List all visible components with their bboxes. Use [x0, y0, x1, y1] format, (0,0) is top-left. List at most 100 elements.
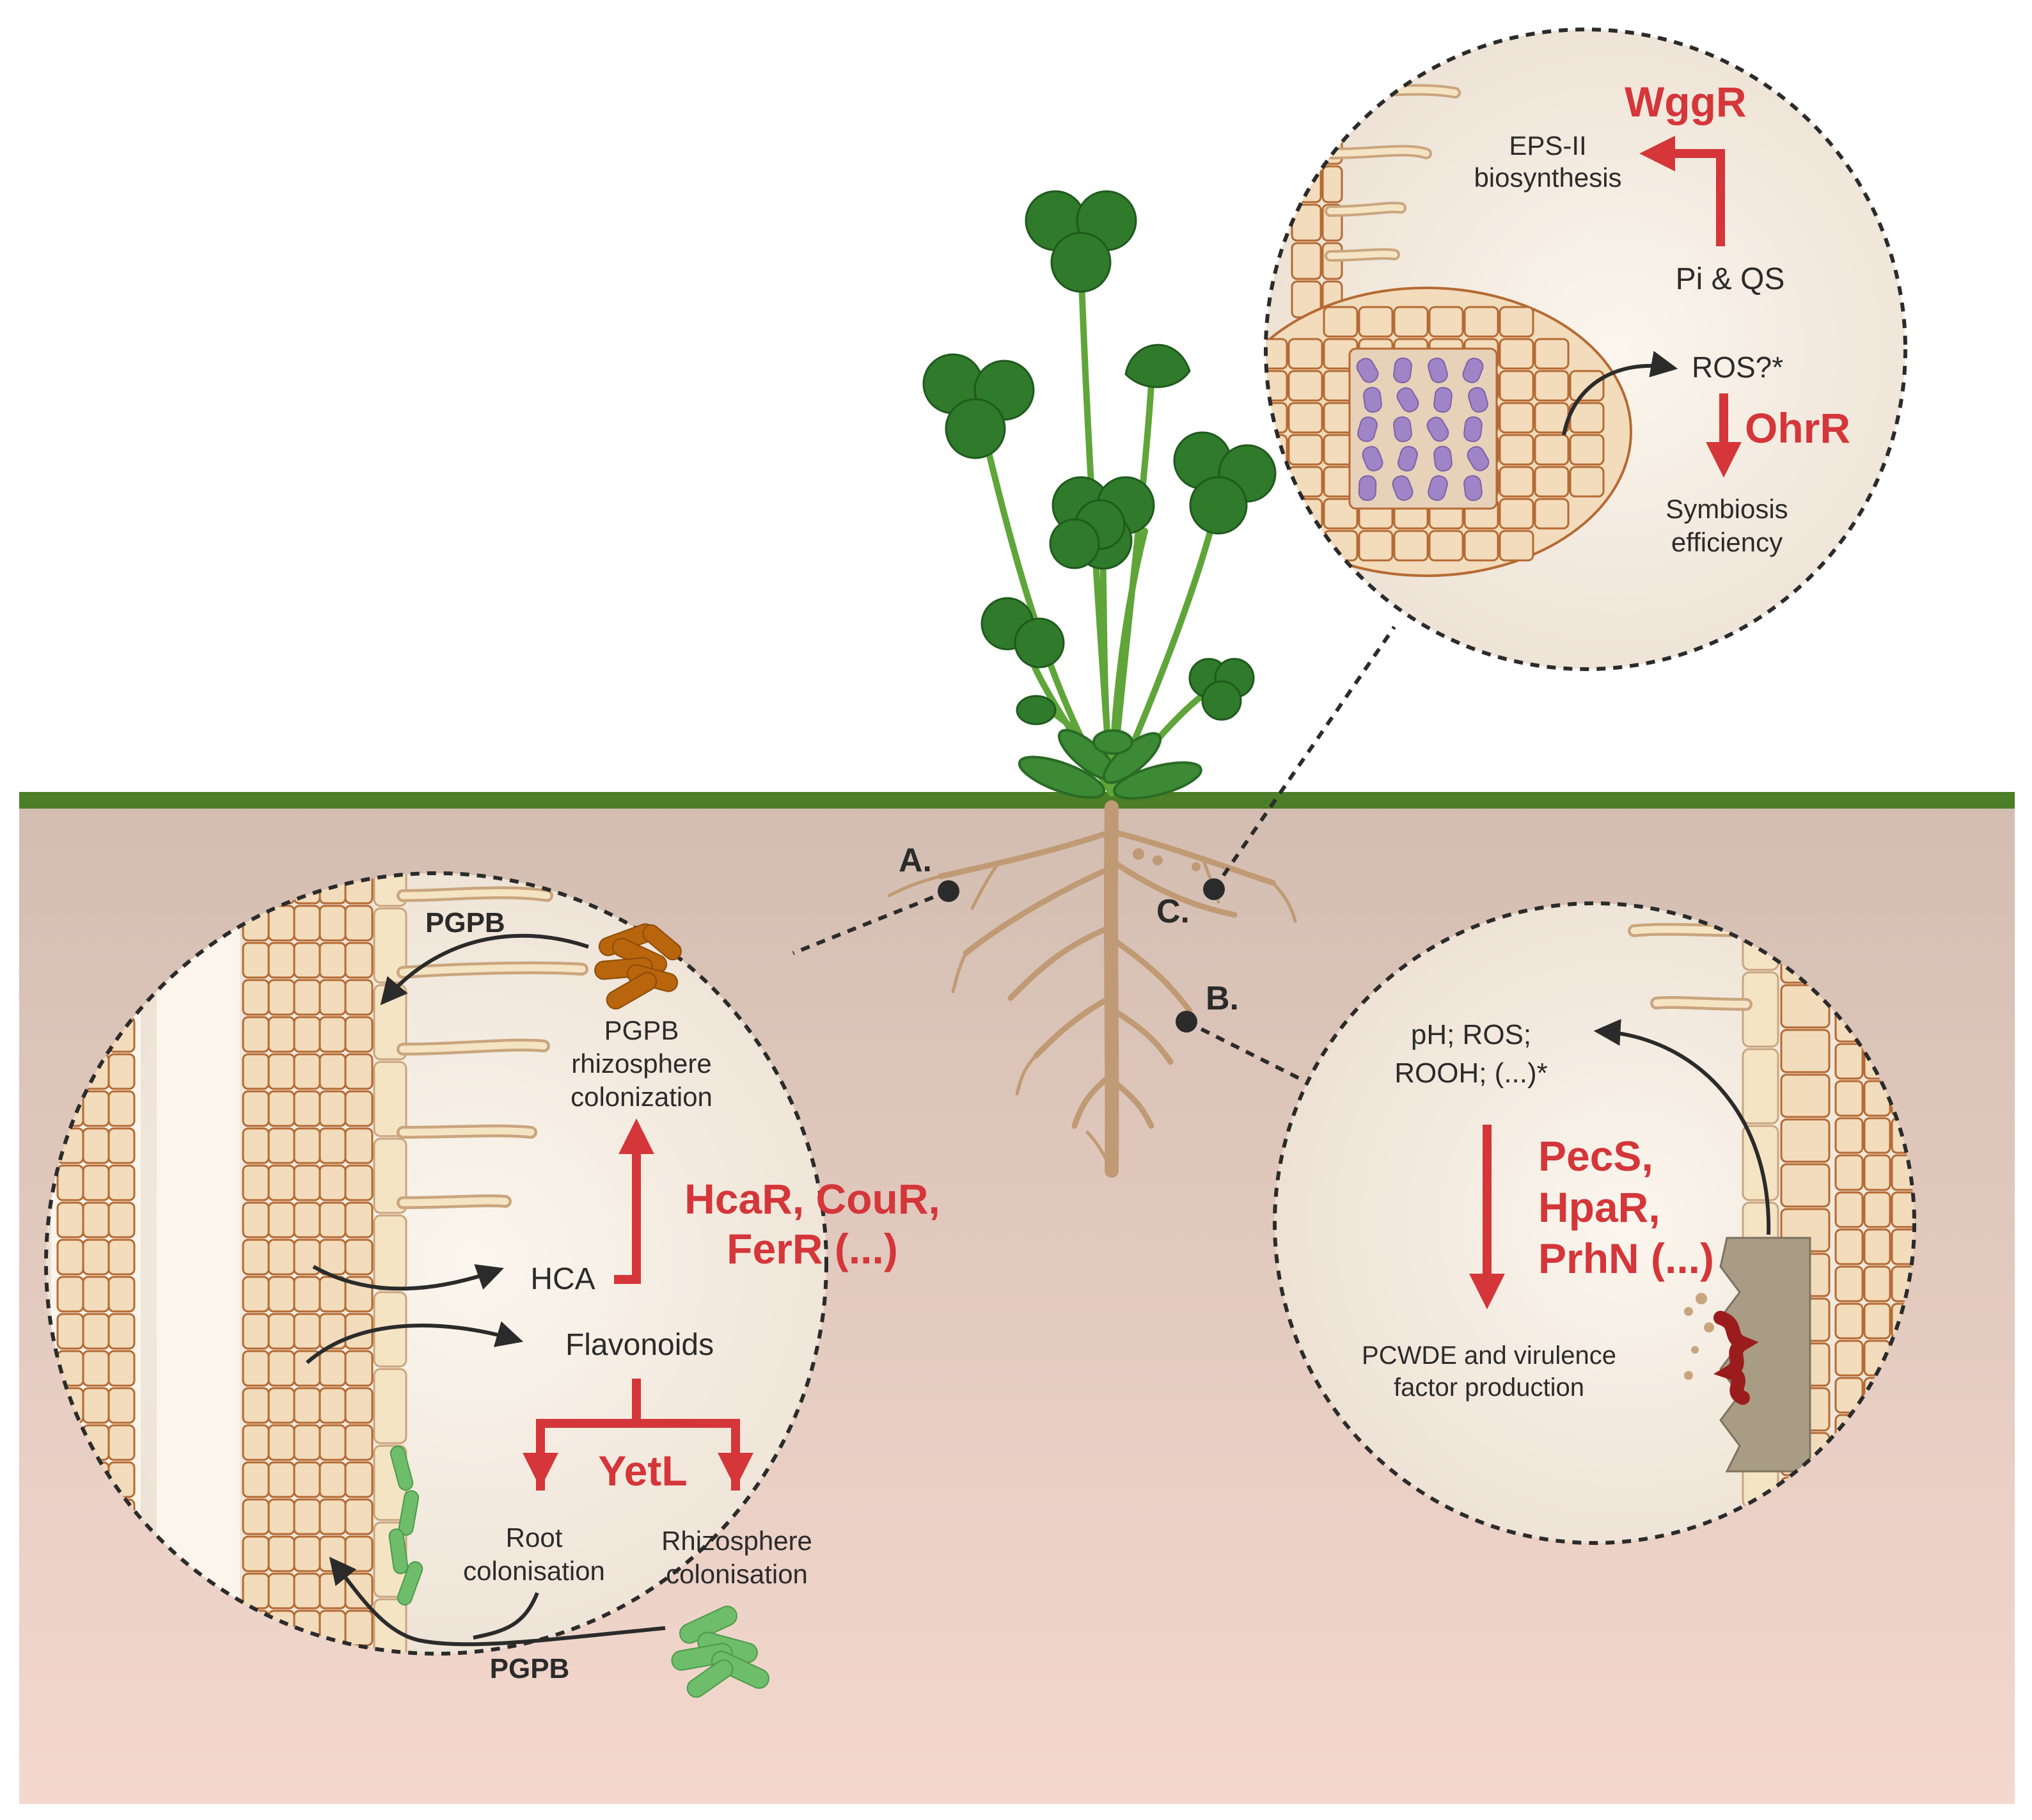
tissue-cell: [267, 1498, 295, 1535]
tissue-cell: [293, 905, 321, 942]
tissue-cell: [1499, 306, 1534, 338]
tissue-cell: [267, 1090, 295, 1127]
tissue-cell: [1266, 370, 1288, 402]
pgpb-colonization-1: PGPB: [604, 1015, 679, 1045]
hcar-label-1: HcaR, CouR,: [684, 1175, 940, 1223]
tissue-cell: [344, 1387, 374, 1424]
tissue-cell: [107, 1424, 136, 1461]
arrow-ros: [1562, 351, 1678, 436]
tissue-cell: [1463, 530, 1499, 562]
tissue-cell: [319, 1535, 347, 1572]
tissue-cell: [344, 1016, 374, 1053]
tissue-cell: [242, 1535, 270, 1572]
tissue-cell: [242, 1572, 270, 1610]
tissue-cell: [1891, 1191, 1914, 1228]
tissue-cell: [267, 1276, 295, 1313]
tissue-cell: [293, 1535, 321, 1572]
arrow-pgpb-bottom: [329, 1556, 666, 1647]
clover-leaf-small-left: [1016, 695, 1057, 725]
tissue-cell: [1780, 1163, 1831, 1208]
eps-label-1: EPS-II: [1509, 131, 1586, 161]
pecs-label-2: HpaR,: [1538, 1183, 1660, 1231]
tissue-cell: [1323, 530, 1359, 562]
bacteroid: [1392, 475, 1414, 501]
leader-line-b: [1185, 1020, 1306, 1083]
flavonoids-label: Flavonoids: [565, 1328, 714, 1362]
tissue-cell: [293, 1201, 321, 1238]
tissue-cell: [1291, 127, 1322, 165]
tissue-cell: [1834, 1043, 1864, 1080]
tissue-cell: [293, 1313, 321, 1350]
clover-leaf-small-right: [1188, 658, 1255, 721]
tissue-cell: [1834, 1154, 1864, 1191]
tissue-cell: [107, 1238, 136, 1276]
tissue-cell: [344, 942, 374, 979]
tissue-cell: [1291, 50, 1322, 88]
tissue-cell: [242, 1461, 270, 1498]
tissue-cell: [319, 1276, 347, 1313]
root-system-icon: [887, 800, 1297, 1178]
tissue-cell: [344, 905, 374, 942]
bacteria-green-root-icon: [388, 1445, 423, 1606]
tissue-cell: [1834, 1228, 1864, 1265]
point-c-dot: [1203, 878, 1225, 900]
tissue-cell: [242, 1016, 270, 1053]
tissue-cell: [242, 1090, 270, 1127]
tissue-cell: [373, 1368, 407, 1444]
tissue-cell: [293, 1090, 321, 1127]
tissue-cell: [107, 1387, 136, 1424]
ohrr-label: OhrR: [1745, 404, 1850, 452]
tissue-cell: [373, 1214, 407, 1291]
tissue-cell: [344, 1610, 374, 1647]
point-b-dot: [1176, 1011, 1197, 1033]
tissue-cell: [344, 1350, 374, 1387]
pgpb-colonization-3: colonization: [571, 1082, 713, 1112]
tissue-cell: [1780, 1073, 1831, 1118]
tissue-cell: [1323, 498, 1359, 530]
tissue-cell: [56, 1313, 84, 1350]
tissue-cell: [1780, 1118, 1831, 1163]
tissue-cell: [82, 1238, 110, 1276]
pgpb-colonization-2: rhizosphere: [571, 1048, 711, 1079]
bacteroid: [1356, 358, 1379, 383]
pcwde-label-1: PCWDE and virulence: [1362, 1341, 1616, 1370]
tissue-cell: [56, 1201, 84, 1238]
tissue-cell: [1499, 498, 1534, 530]
tissue-cell: [293, 1572, 321, 1610]
tissue-cell: [1534, 466, 1570, 498]
tissue-cell: [373, 1061, 407, 1137]
point-a-label: A.: [899, 842, 932, 879]
tissue-cell: [242, 1201, 270, 1238]
root-colonisation-1: Root: [506, 1523, 563, 1553]
symbiosis-label-2: efficiency: [1671, 527, 1783, 557]
bacteria-green-icon: [671, 1606, 769, 1698]
tissue-cell: [82, 1090, 110, 1127]
tissue-cell: [319, 1461, 347, 1498]
tissue-cell: [293, 979, 321, 1016]
tissue-cell: [1834, 1191, 1864, 1228]
tissue-cell: [1834, 1080, 1864, 1117]
tissue-cell: [1863, 1265, 1891, 1302]
tissue-cell: [242, 1350, 270, 1387]
tissue-cell: [373, 873, 407, 907]
tissue-cell: [1742, 1048, 1779, 1125]
tissue-cell: [1863, 1302, 1891, 1340]
bacteroid: [1467, 446, 1490, 471]
tissue-cell: [1288, 370, 1323, 402]
arrow-signals: [1593, 1018, 1771, 1235]
tissue-cell: [1569, 370, 1605, 402]
bacteroid: [1428, 357, 1448, 384]
tissue-cell: [319, 1238, 347, 1276]
tissue-cell: [267, 1313, 295, 1350]
hca-label: HCA: [530, 1262, 595, 1296]
tissue-cell: [267, 1461, 295, 1498]
tissue-cell: [319, 979, 347, 1016]
tissue-cell: [56, 1276, 84, 1313]
tissue-cell: [344, 979, 374, 1016]
tissue-cell: [242, 1424, 270, 1461]
tissue-cell: [1499, 530, 1534, 562]
tissue-cell: [1358, 306, 1394, 338]
tissue-cell: [267, 1238, 295, 1276]
bacteroid: [1393, 416, 1412, 443]
tissue-cell: [319, 1164, 347, 1201]
